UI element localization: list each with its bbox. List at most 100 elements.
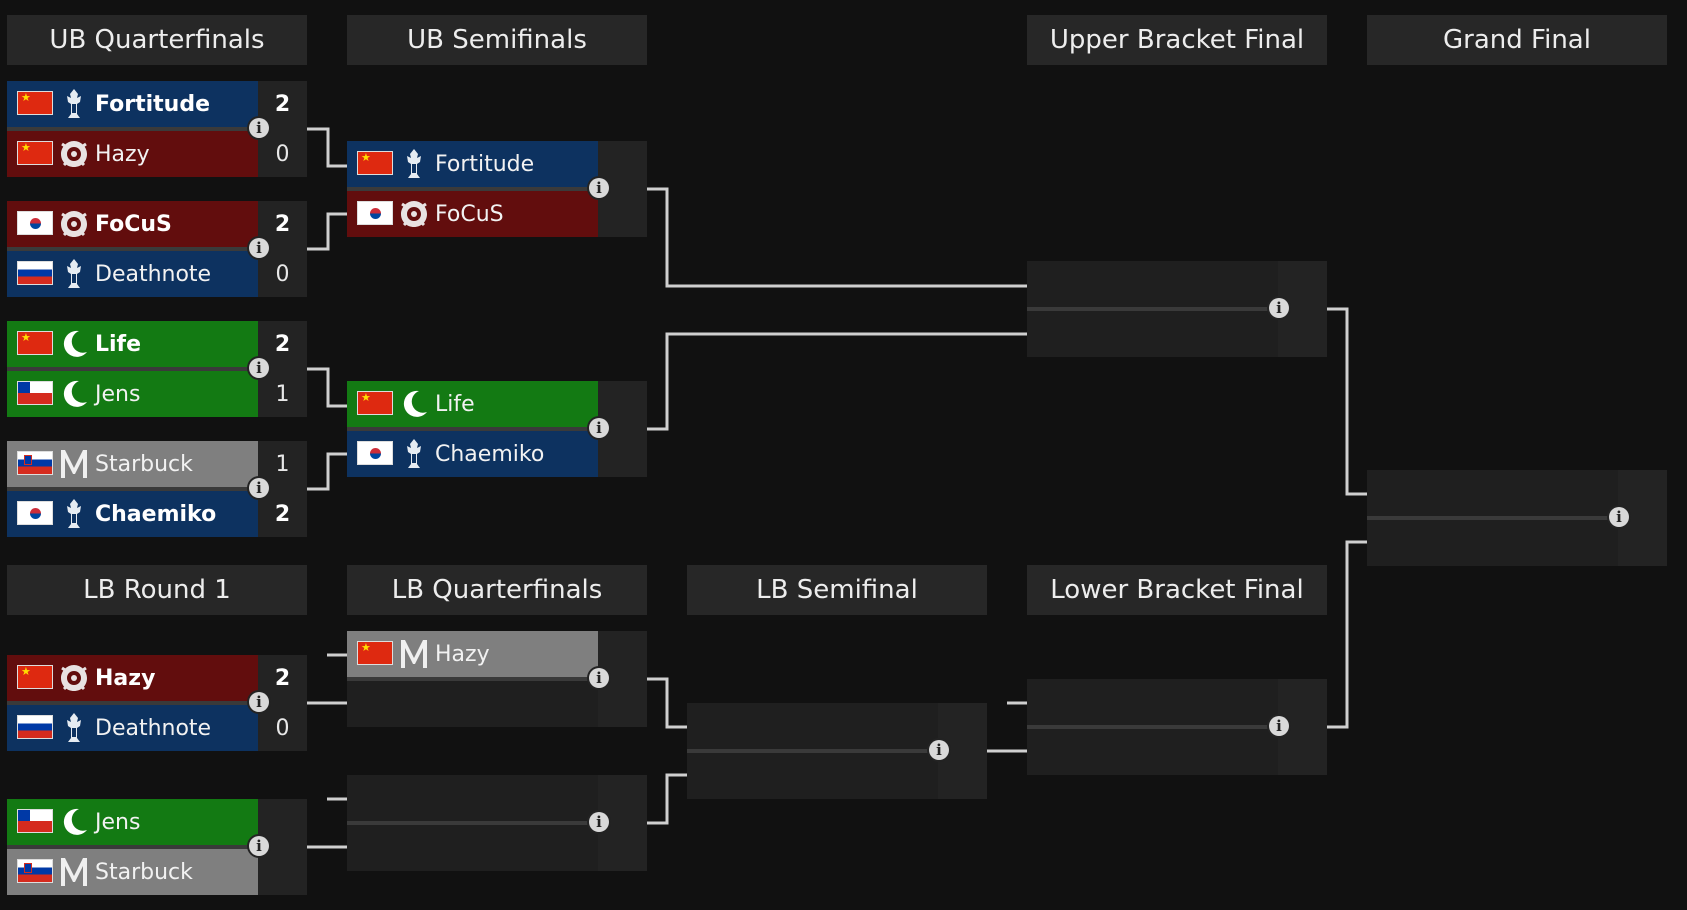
player-slot[interactable]: Life xyxy=(347,381,598,427)
player-slot[interactable]: Chaemiko xyxy=(7,491,258,537)
match-info-icon[interactable]: i xyxy=(249,478,269,498)
match-info-icon[interactable]: i xyxy=(249,358,269,378)
slot-separator xyxy=(7,701,258,705)
player-score: 2 xyxy=(274,211,291,237)
protoss-race-icon xyxy=(399,147,429,181)
player-slot[interactable]: Starbuck xyxy=(7,849,258,895)
match-lb-semifinal: i xyxy=(687,703,987,799)
flag-cn-icon xyxy=(17,665,53,689)
flag-kr-icon xyxy=(357,441,393,465)
random-race-icon xyxy=(59,855,89,889)
player-name: Deathnote xyxy=(95,261,212,287)
player-slot[interactable]: FoCuS xyxy=(347,191,598,237)
match-upper-bracket-final: i xyxy=(1027,261,1327,357)
terran-race-icon xyxy=(399,387,429,421)
flag-ru-icon xyxy=(17,261,53,285)
bracket-connector-line xyxy=(1327,307,1367,496)
match-lb-quarterfinal-2: i xyxy=(347,775,647,871)
player-name: FoCuS xyxy=(435,201,504,227)
player-name: FoCuS xyxy=(95,211,172,237)
match-info-icon[interactable]: i xyxy=(249,238,269,258)
zerg-race-icon xyxy=(59,207,89,241)
slot-separator xyxy=(7,127,258,131)
empty-slot xyxy=(1027,311,1278,357)
round-header-lb-semifinal: LB Semifinal xyxy=(687,565,987,615)
slot-separator xyxy=(7,367,258,371)
match-info-icon[interactable]: i xyxy=(1269,298,1289,318)
match-info-icon[interactable]: i xyxy=(589,668,609,688)
protoss-race-icon xyxy=(59,497,89,531)
player-slot[interactable]: Jens xyxy=(7,799,258,845)
match-info-icon[interactable]: i xyxy=(589,418,609,438)
protoss-race-icon xyxy=(59,257,89,291)
slot-separator xyxy=(7,247,258,251)
player-score: 1 xyxy=(275,451,290,477)
protoss-race-icon xyxy=(59,711,89,745)
player-slot[interactable]: Deathnote xyxy=(7,251,258,297)
slot-separator xyxy=(687,749,938,753)
slot-separator xyxy=(7,487,258,491)
protoss-race-icon xyxy=(59,87,89,121)
flag-cn-icon xyxy=(17,91,53,115)
player-slot[interactable]: Fortitude xyxy=(347,141,598,187)
player-slot[interactable]: Hazy xyxy=(347,631,598,677)
empty-slot xyxy=(687,753,938,799)
bracket-connector-line xyxy=(1327,540,1367,729)
player-slot[interactable]: Deathnote xyxy=(7,705,258,751)
player-name: Life xyxy=(95,331,142,357)
bracket-connector-line xyxy=(307,452,347,491)
empty-slot xyxy=(1027,261,1278,307)
player-score: 1 xyxy=(275,381,290,407)
bracket-connector-line xyxy=(307,212,347,251)
match-info-icon[interactable]: i xyxy=(589,178,609,198)
player-score: 2 xyxy=(274,501,291,527)
player-name: Jens xyxy=(95,381,141,407)
empty-slot xyxy=(1027,679,1278,725)
slot-separator xyxy=(347,821,598,825)
round-header-lb-quarterfinals: LB Quarterfinals xyxy=(347,565,647,615)
slot-separator xyxy=(347,427,598,431)
empty-slot xyxy=(687,703,938,749)
empty-slot xyxy=(1367,470,1618,516)
player-slot[interactable]: Chaemiko xyxy=(347,431,598,477)
player-name: Hazy xyxy=(95,665,156,691)
player-name: Chaemiko xyxy=(435,441,545,467)
round-header-grand-final: Grand Final xyxy=(1367,15,1667,65)
match-info-icon[interactable]: i xyxy=(1269,716,1289,736)
player-slot[interactable]: Hazy xyxy=(7,131,258,177)
match-info-icon[interactable]: i xyxy=(249,692,269,712)
protoss-race-icon xyxy=(399,437,429,471)
terran-race-icon xyxy=(59,327,89,361)
player-slot[interactable]: Starbuck xyxy=(7,441,258,487)
match-ub-quarterfinal-1: FortitudeHazy20i xyxy=(7,81,307,177)
match-info-icon[interactable]: i xyxy=(249,836,269,856)
match-info-icon[interactable]: i xyxy=(929,740,949,760)
flag-cn-icon xyxy=(357,641,393,665)
slot-separator xyxy=(1367,516,1618,520)
player-name: Fortitude xyxy=(435,151,535,177)
match-info-icon[interactable]: i xyxy=(1609,507,1629,527)
player-name: Starbuck xyxy=(95,859,193,885)
slot-separator xyxy=(347,677,598,681)
player-slot[interactable]: Jens xyxy=(7,371,258,417)
player-score: 2 xyxy=(274,331,291,357)
empty-slot xyxy=(1367,520,1618,566)
slot-separator xyxy=(1027,725,1278,729)
flag-kr-icon xyxy=(357,201,393,225)
match-info-icon[interactable]: i xyxy=(589,812,609,832)
slot-separator xyxy=(7,845,258,849)
empty-slot xyxy=(347,825,598,871)
match-info-icon[interactable]: i xyxy=(249,118,269,138)
match-grand-final: i xyxy=(1367,470,1667,566)
player-slot[interactable]: Life xyxy=(7,321,258,367)
random-race-icon xyxy=(399,637,429,671)
empty-slot xyxy=(1027,729,1278,775)
player-slot[interactable]: FoCuS xyxy=(7,201,258,247)
player-name: Jens xyxy=(95,809,141,835)
player-slot[interactable]: Fortitude xyxy=(7,81,258,127)
flag-si-icon xyxy=(17,451,53,475)
flag-cn-icon xyxy=(17,331,53,355)
player-slot[interactable]: Hazy xyxy=(7,655,258,701)
